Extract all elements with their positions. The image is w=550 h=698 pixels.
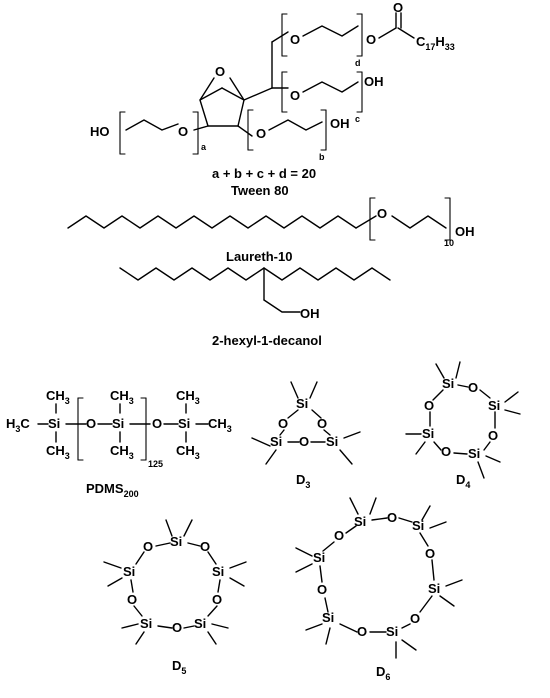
laureth-oxygen: O (377, 206, 387, 221)
d5-si-top: Si (170, 534, 182, 549)
d6-o-6: O (334, 528, 344, 543)
d5-si-bl: Si (140, 616, 152, 631)
o-ester: O (366, 32, 376, 47)
d5-o-tr: O (200, 539, 210, 554)
d4-structure: Si O Si O Si O Si O D4 (405, 361, 521, 490)
d3-si-right: Si (326, 434, 338, 449)
d6-o-3: O (410, 611, 420, 626)
d5-o-left: O (127, 592, 137, 607)
d6-si-3: Si (428, 581, 440, 596)
pdms-ch3-bot-2: CH3 (110, 443, 134, 461)
pdms-si-1: Si (48, 416, 60, 431)
o-a-chain: O (178, 124, 188, 139)
d6-si-1: Si (354, 514, 366, 529)
c17h33-tail: C17H33 (416, 34, 455, 52)
o-d-chain: O (290, 32, 300, 47)
pdms-h3c: H3C (6, 416, 30, 434)
laureth-oh: OH (455, 224, 475, 239)
d5-si-left: Si (123, 564, 135, 579)
index-b: b (319, 152, 325, 162)
o-b-chain: O (256, 126, 266, 141)
laureth-repeat-n: 10 (444, 238, 454, 248)
d6-label: D6 (376, 664, 390, 682)
d5-o-bottom: O (172, 620, 182, 635)
d5-si-right: Si (212, 564, 224, 579)
d6-si-5: Si (322, 610, 334, 625)
d4-si-2: Si (488, 398, 500, 413)
d6-si-2: Si (412, 518, 424, 533)
pdms-ch3-bot-3: CH3 (176, 443, 200, 461)
d3-label: D3 (296, 472, 310, 490)
hexyldecanol-label: 2-hexyl-1-decanol (212, 333, 322, 348)
carbonyl-oxygen: O (393, 0, 403, 15)
d6-o-1: O (387, 510, 397, 525)
hexyldecanol-structure: OH 2-hexyl-1-decanol (119, 267, 391, 348)
d5-structure: Si O O Si Si O O Si O Si D5 (103, 519, 247, 676)
pdms-o-2: O (152, 416, 162, 431)
pdms-o-1: O (86, 416, 96, 431)
pdms-repeat-n: 125 (148, 459, 163, 469)
tween-80-label: Tween 80 (231, 183, 289, 198)
d5-label: D5 (172, 658, 186, 676)
d3-si-top: Si (296, 396, 308, 411)
tween-80-equation: a + b + c + d = 20 (212, 166, 316, 181)
d3-si-left: Si (270, 434, 282, 449)
laureth-10-label: Laureth-10 (226, 249, 292, 264)
d4-o-2: O (488, 428, 498, 443)
d3-structure: Si O O Si O Si D3 (251, 381, 361, 490)
d3-o-left: O (278, 416, 288, 431)
pdms-ch3-top-2: CH3 (110, 388, 134, 406)
pdms-structure: H3C Si CH3 CH3 O Si CH3 CH3 125 O Si CH3… (6, 388, 232, 499)
o-c-chain: O (290, 88, 300, 103)
d5-o-right: O (212, 592, 222, 607)
d5-o-tl: O (143, 539, 153, 554)
d3-o-bottom: O (299, 434, 309, 449)
index-d: d (355, 58, 361, 68)
d6-structure: Si O Si O Si O Si O Si O Si O D6 (295, 497, 463, 682)
d4-si-4: Si (422, 426, 434, 441)
d3-o-right: O (317, 416, 327, 431)
index-c: c (355, 114, 360, 124)
d6-o-4: O (357, 624, 367, 639)
pdms-ch3-end: CH3 (208, 416, 232, 434)
pdms-si-3: Si (178, 416, 190, 431)
d6-o-5: O (317, 582, 327, 597)
d4-o-1: O (468, 380, 478, 395)
d5-si-br: Si (194, 616, 206, 631)
d6-si-4: Si (386, 624, 398, 639)
d4-si-1: Si (442, 376, 454, 391)
pdms-si-2: Si (112, 416, 124, 431)
d4-o-4: O (424, 398, 434, 413)
d6-o-2: O (425, 546, 435, 561)
d4-o-3: O (441, 444, 451, 459)
pdms-ch3-top-1: CH3 (46, 388, 70, 406)
oh-b-chain: OH (330, 116, 350, 131)
ring-oxygen: O (215, 64, 225, 79)
d4-si-3: Si (468, 446, 480, 461)
pdms-label: PDMS200 (86, 481, 139, 499)
pdms-ch3-top-3: CH3 (176, 388, 200, 406)
d4-label: D4 (456, 472, 470, 490)
ho-a-chain: HO (90, 124, 110, 139)
laureth-10-structure: O 10 OH Laureth-10 (67, 197, 475, 264)
index-a: a (201, 142, 207, 152)
d6-si-6: Si (313, 550, 325, 565)
hexyldecanol-oh: OH (300, 306, 320, 321)
pdms-ch3-bot-1: CH3 (46, 443, 70, 461)
tween-80-structure: O O d O O C17H33 O c OH (90, 0, 455, 198)
oh-c-chain: OH (364, 74, 384, 89)
